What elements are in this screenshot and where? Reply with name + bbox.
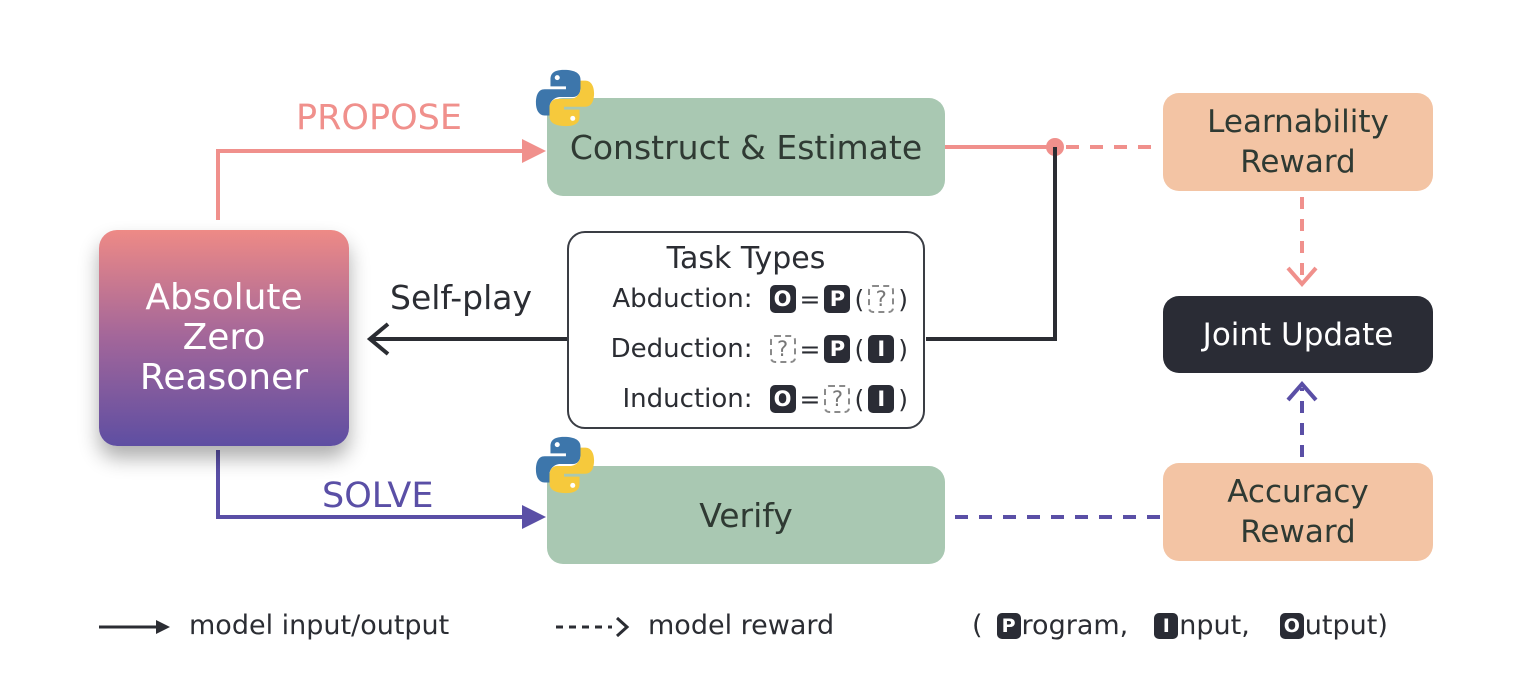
equals-sign: = bbox=[799, 384, 821, 414]
accuracy-reward-box: Accuracy Reward bbox=[1163, 463, 1433, 561]
task-name: Induction: bbox=[622, 384, 753, 414]
legend-solid-arrowhead bbox=[156, 620, 170, 634]
learnability-arrowhead bbox=[1286, 266, 1318, 288]
close-paren: ) bbox=[898, 284, 908, 314]
equals-sign: = bbox=[799, 334, 821, 364]
accuracy-line-2: Reward bbox=[1240, 514, 1356, 550]
legend-output-text: utput bbox=[1304, 610, 1378, 641]
task-row-deduction: Deduction: ? = P ( I ) bbox=[611, 334, 911, 364]
verify-box: Verify bbox=[547, 466, 945, 564]
open-paren: ( bbox=[854, 284, 865, 314]
legend-key-close: ) bbox=[1377, 610, 1388, 641]
legend-solid-label: model input/output bbox=[189, 610, 450, 641]
unknown-token: ? bbox=[868, 285, 895, 313]
propose-label: PROPOSE bbox=[296, 98, 462, 138]
learnability-reward-box: Learnability Reward bbox=[1163, 93, 1433, 191]
unknown-token: ? bbox=[824, 385, 851, 413]
python-icon bbox=[535, 436, 595, 494]
reasoner-line-3: Reasoner bbox=[139, 357, 309, 398]
selfplay-line bbox=[926, 147, 1057, 341]
legend-input-text: nput, bbox=[1179, 610, 1250, 641]
reasoner-line-2: Zero bbox=[182, 317, 266, 358]
legend-key-open: ( bbox=[972, 610, 983, 641]
learnability-reward-label: Learnability Reward bbox=[1207, 102, 1389, 182]
solve-arrowhead bbox=[522, 505, 546, 529]
legend-dashed-label: model reward bbox=[648, 610, 835, 641]
construct-estimate-box: Construct & Estimate bbox=[547, 98, 945, 196]
construct-estimate-label: Construct & Estimate bbox=[569, 127, 923, 167]
task-row-induction: Induction: O = ? ( I ) bbox=[623, 384, 911, 414]
task-row-abduction: Abduction: O = P ( ? ) bbox=[612, 284, 911, 314]
equals-sign: = bbox=[799, 284, 821, 314]
legend-key: ( P rogram, I nput, O utput ) bbox=[972, 610, 1388, 641]
task-name: Deduction: bbox=[610, 334, 753, 364]
program-token: P bbox=[824, 335, 851, 363]
accuracy-reward-label: Accuracy Reward bbox=[1227, 472, 1369, 552]
learnability-line-1: Learnability bbox=[1207, 104, 1389, 140]
task-name: Abduction: bbox=[612, 284, 753, 314]
open-paren: ( bbox=[854, 334, 865, 364]
input-token: I bbox=[868, 385, 895, 413]
input-token: I bbox=[868, 335, 895, 363]
verify-label: Verify bbox=[699, 495, 793, 535]
task-types-title: Task Types bbox=[666, 241, 826, 276]
legend-program-text: rogram, bbox=[1021, 610, 1129, 641]
python-icon bbox=[535, 69, 595, 127]
close-paren: ) bbox=[898, 334, 908, 364]
output-token: O bbox=[769, 285, 796, 313]
open-paren: ( bbox=[854, 384, 865, 414]
close-paren: ) bbox=[898, 384, 908, 414]
selfplay-arrowhead bbox=[366, 322, 390, 356]
input-token: I bbox=[1154, 612, 1179, 639]
reasoner-label: Absolute Zero Reasoner bbox=[140, 278, 308, 398]
joint-update-box: Joint Update bbox=[1163, 296, 1433, 373]
legend-dashed-arrowhead bbox=[615, 616, 630, 638]
propose-arrowhead bbox=[522, 139, 546, 163]
task-types-box: Task Types Abduction: O = P ( ? ) Deduct… bbox=[567, 231, 925, 429]
selfplay-label: Self-play bbox=[390, 278, 533, 317]
unknown-token: ? bbox=[769, 335, 796, 363]
reasoner-line-1: Absolute bbox=[145, 277, 303, 318]
accuracy-arrowhead bbox=[1286, 380, 1318, 402]
program-token: P bbox=[824, 285, 851, 313]
program-token: P bbox=[996, 612, 1021, 639]
accuracy-line-1: Accuracy bbox=[1227, 474, 1369, 510]
output-token: O bbox=[1279, 612, 1304, 639]
solve-arrow bbox=[216, 450, 530, 519]
solve-label: SOLVE bbox=[322, 476, 434, 516]
joint-update-label: Joint Update bbox=[1202, 316, 1394, 353]
absolute-zero-reasoner-box: Absolute Zero Reasoner bbox=[99, 230, 349, 446]
learnability-line-2: Reward bbox=[1240, 144, 1356, 180]
propose-arrow bbox=[216, 149, 530, 220]
output-token: O bbox=[769, 385, 796, 413]
